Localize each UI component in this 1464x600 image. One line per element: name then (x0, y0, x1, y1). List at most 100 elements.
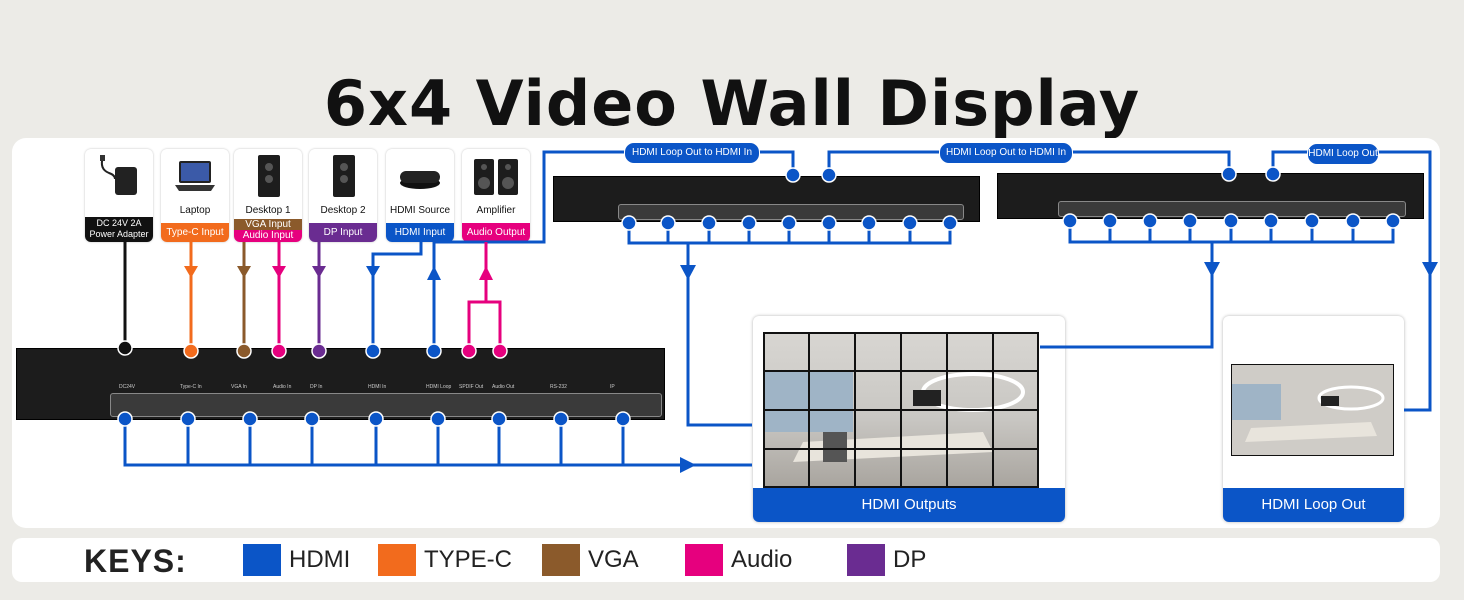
amplifier-card: Amplifier Audio Output (462, 149, 530, 242)
dp-input-tag: DP Input (309, 223, 377, 242)
audio-in-port-dot (271, 343, 287, 359)
laptop-card: Laptop Type-C Input (161, 149, 229, 242)
type-c-input-tag: Type-C Input (161, 223, 229, 242)
power-adapter-spec: DC 24V 2A (96, 218, 142, 228)
desktop-1-card: Desktop 1 VGA Input Audio Input (234, 149, 302, 242)
legend-item-audio: Audio (685, 544, 792, 576)
hdmi-loop-arrow (427, 266, 441, 280)
hdmi-source-name: HDMI Source (389, 205, 450, 216)
device1-hdmi-in-dot (785, 167, 801, 183)
audio-output-tag: Audio Output (462, 223, 530, 242)
legend-item-type-c: TYPE-C (378, 544, 512, 576)
hdmi-in-arrow (366, 266, 380, 278)
device2-down-arrow (1204, 262, 1220, 277)
type-c-arrow (184, 266, 198, 278)
hdmi-output-bus (123, 420, 752, 467)
vga-input-tag: VGA Input (234, 219, 302, 230)
device2-hdmi-in-dot (1221, 166, 1237, 182)
power-adapter-label: DC 24V 2A Power Adapter (85, 217, 153, 242)
device1-loop-dot (821, 167, 837, 183)
power-adapter-icon (100, 155, 137, 195)
legend-swatch-vga (542, 544, 580, 576)
legend-swatch-hdmi (243, 544, 281, 576)
legend-bar: KEYS: HDMI TYPE-C VGA Audio DP (12, 538, 1440, 582)
port-label: RS-232 (550, 384, 567, 390)
hdmi-in-wire (371, 242, 423, 350)
legend-label-dp: DP (893, 546, 927, 573)
power-port-dot (117, 340, 133, 356)
legend-label-vga: VGA (588, 546, 639, 573)
port-label: VGA In (231, 384, 247, 390)
laptop-icon (175, 161, 215, 191)
spdif-out-dot (461, 343, 477, 359)
vga-arrow (237, 266, 251, 278)
port-label: SPDIF Out (459, 384, 484, 390)
amplifier-name: Amplifier (476, 205, 516, 216)
legend-label-audio: Audio (731, 546, 793, 573)
loop-out-display: HDMI Loop Out (1223, 316, 1404, 522)
power-adapter-card: DC 24V 2A Power Adapter (85, 149, 153, 242)
legend-label-type-c: TYPE-C (424, 546, 513, 573)
device1-down-arrow (680, 265, 696, 280)
hdmi-input-tag: HDMI Input (386, 223, 454, 242)
device2-to-wall-wire (1040, 242, 1214, 349)
hdmi-outputs-caption: HDMI Outputs (753, 488, 1065, 522)
desktop-2-card: Desktop 2 DP Input (309, 149, 377, 242)
audio-out-arrow (479, 266, 493, 280)
device1-output-dots (621, 215, 958, 231)
power-adapter-type: Power Adapter (89, 229, 149, 239)
hdmi-loop-out-caption: HDMI Loop Out (1223, 488, 1404, 522)
legend-swatch-type-c (378, 544, 416, 576)
port-label: DP In (310, 384, 323, 390)
device2-loop-dot (1265, 166, 1281, 182)
device2-output-dots (1062, 213, 1401, 229)
desktop-2-name: Desktop 2 (320, 205, 366, 216)
type-c-port-dot (183, 343, 199, 359)
desktop-tower-icon (333, 155, 355, 197)
audio-out-wire (467, 300, 502, 350)
hdmi-output-dots (117, 411, 631, 427)
legend-item-hdmi: HDMI (243, 544, 350, 576)
loop-label-3: HDMI Loop Out (1307, 143, 1379, 165)
hdmi-loop-wire (432, 150, 795, 350)
loop-label-2: HDMI Loop Out to HDMI In (939, 142, 1073, 164)
port-label: HDMI Loop (426, 384, 452, 390)
port-label: Audio In (273, 384, 292, 390)
hdmi-source-card: HDMI Source HDMI Input (386, 149, 454, 242)
loop-out-image (1231, 364, 1394, 456)
device2-loop-wire (1271, 150, 1432, 412)
legend-swatch-dp (847, 544, 885, 576)
loop-label-1: HDMI Loop Out to HDMI In (624, 142, 760, 164)
legend-swatch-audio (685, 544, 723, 576)
loop-out-arrow (1422, 262, 1438, 277)
legend-label-hdmi: HDMI (289, 546, 351, 573)
port-label: DC24V (119, 384, 136, 390)
legend-item-vga: VGA (542, 544, 639, 576)
speakers-icon (474, 159, 518, 195)
hdmi-loop-port-dot (426, 343, 442, 359)
hdmi-output-arrow (680, 457, 696, 473)
video-wall-display: HDMI Outputs (753, 316, 1065, 522)
audio-out-dot (492, 343, 508, 359)
port-label: Audio Out (492, 384, 515, 390)
hdmi-output-strip (110, 393, 662, 417)
media-box-icon (400, 171, 440, 189)
page-title: 6x4 Video Wall Display (323, 67, 1141, 140)
port-label: HDMI In (368, 384, 387, 390)
audio-input-tag: Audio Input (234, 230, 302, 242)
desktop-1-name: Desktop 1 (245, 205, 291, 216)
hdmi-in-port-dot (365, 343, 381, 359)
port-label: IP (610, 384, 615, 390)
laptop-name: Laptop (179, 205, 211, 216)
port-label: Type-C In (180, 384, 202, 390)
vga-port-dot (236, 343, 252, 359)
legend-title: KEYS: (84, 543, 187, 579)
audio-in-arrow (272, 266, 286, 278)
device1-to-wall-wire (686, 243, 752, 427)
legend-item-dp: DP (847, 544, 926, 576)
dp-port-dot (311, 343, 327, 359)
desktop-tower-icon (258, 155, 280, 197)
video-wall-image (763, 332, 1039, 488)
dp-arrow (312, 266, 326, 278)
